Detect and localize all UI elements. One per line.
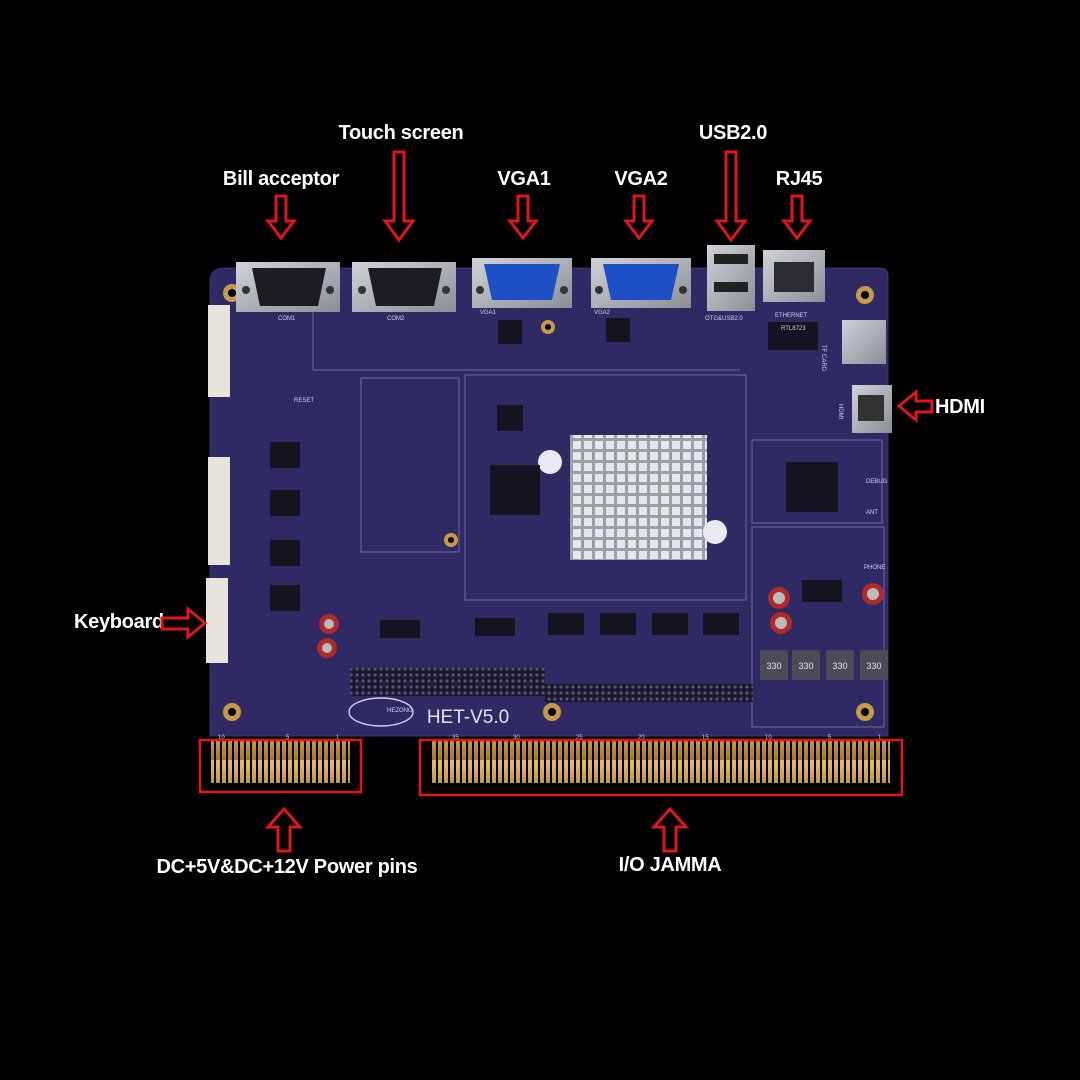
silk-wifi-chip: RTL8723 [781,326,806,332]
cap-value-4: 330 [866,661,881,671]
silk-ant: ANT [866,510,878,516]
silk-debug: DEBUG [866,479,888,485]
jamma-pin-1: 1 [878,735,882,741]
silk-reset: RESET [294,398,314,404]
silk-phone: PHONE [864,565,885,571]
label-touch-screen: Touch screen [338,122,464,144]
jamma-pin-10: 10 [765,735,772,741]
side-connectors [206,305,230,663]
tf-card-slot [842,320,886,364]
vga1-connector [472,258,572,308]
label-rj45: RJ45 [775,168,823,190]
cap-value-3: 330 [832,661,847,671]
power-pin-1: 1 [336,735,340,741]
arrow-keyboard [160,605,208,641]
silk-vga1: VGA1 [480,310,497,316]
arrow-bill-acceptor [264,194,298,241]
label-keyboard: Keyboard [74,611,164,633]
label-power-pins: DC+5V&DC+12V Power pins [156,856,418,878]
mounting-holes [223,284,874,721]
arrow-hdmi [896,388,934,424]
power-pin-5: 5 [286,735,290,741]
jamma-pin-5: 5 [828,735,832,741]
silk-vga2: VGA2 [594,310,611,316]
label-usb: USB2.0 [698,122,768,144]
jamma-highlight [418,738,904,797]
jamma-pin-20: 20 [638,735,645,741]
ethernet-connector [763,250,825,302]
cap-value-2: 330 [798,661,813,671]
hezong-logo [348,697,414,727]
arrow-touch-screen [382,150,416,243]
arrow-rj45 [780,194,814,241]
gpio-header [350,668,545,696]
power-pin-fingers [211,741,350,783]
usb-connector [707,245,755,311]
silk-hdmi: HDMI [837,404,843,420]
power-pin-10: 10 [218,735,225,741]
silk-com1: COM1 [278,316,296,322]
silk-com2: COM2 [387,316,405,322]
silk-ethernet: ETHERNET [775,313,808,319]
arrow-usb [714,150,748,243]
label-vga1: VGA1 [497,168,551,190]
silk-brand: HEZONG [387,708,413,714]
arrow-vga1 [506,194,540,241]
com2-connector [352,262,456,312]
label-hdmi: HDMI [935,396,985,418]
jamma-pin-30: 30 [513,735,520,741]
arrow-io-jamma [650,806,690,853]
jamma-pin-15: 15 [702,735,709,741]
cap-value-1: 330 [766,661,781,671]
power-pins-highlight [198,738,363,794]
jamma-pin-fingers [430,741,890,783]
silk-tf-card: TF CARD [820,345,826,372]
board-model: HET-V5.0 [427,707,509,728]
heatsink [570,435,707,560]
label-io-jamma: I/O JAMMA [618,854,722,876]
label-bill-acceptor: Bill acceptor [222,168,340,190]
silk-otg: OTG&USB2.0 [705,316,743,322]
arrow-power-pins [264,806,304,853]
jamma-pin-35: 35 [452,735,459,741]
label-vga2: VGA2 [614,168,668,190]
com1-connector [236,262,340,312]
jamma-pin-25: 25 [576,735,583,741]
arrow-vga2 [622,194,656,241]
vga2-connector [591,258,691,308]
